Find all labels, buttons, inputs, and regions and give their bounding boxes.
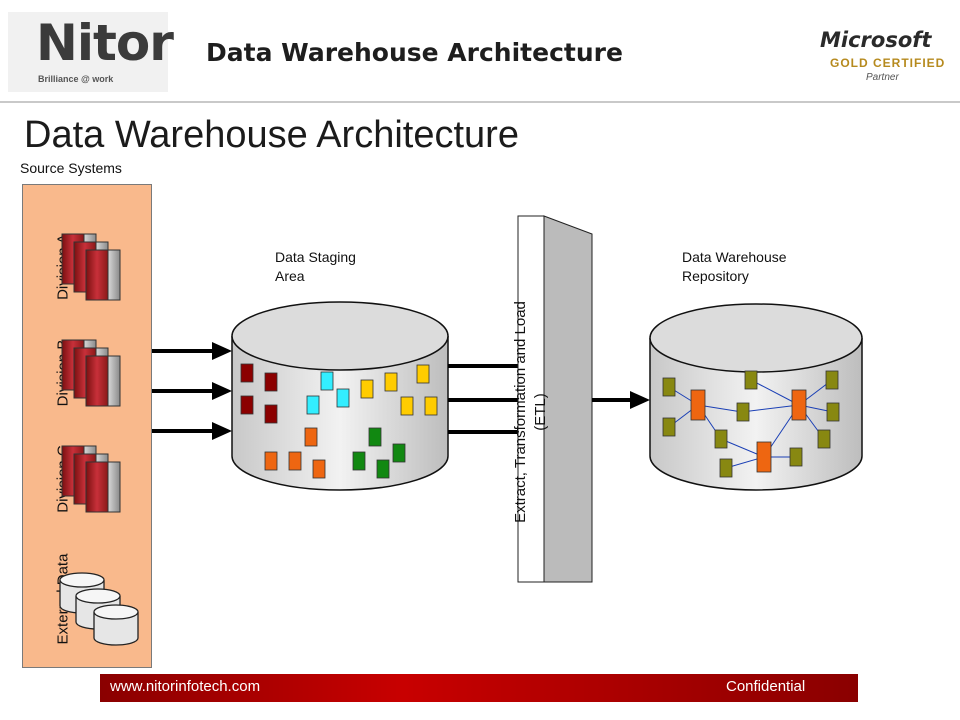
division-c-server-icon: [61, 445, 121, 513]
warehouse-data-cubes: [662, 370, 840, 478]
data-warehouse-cylinder: [649, 303, 863, 491]
slide-title: Data Warehouse Architecture: [24, 114, 519, 156]
source-systems-label: Source Systems: [20, 160, 122, 176]
etl-label: Extract, Transformation and Load (ETL): [511, 301, 551, 523]
data-warehouse-label: Data Warehouse Repository: [682, 248, 787, 286]
etl-label-line1: Extract, Transformation and Load: [512, 301, 529, 523]
staging-to-etl-lines: [448, 364, 518, 434]
data-warehouse-label-line1: Data Warehouse: [682, 249, 787, 265]
source-to-staging-arrow-3: [152, 422, 232, 440]
etl-to-warehouse-arrow: [592, 391, 650, 409]
division-b-server-icon: [61, 339, 121, 407]
etl-label-line2: (ETL): [532, 393, 549, 431]
company-logo: [8, 12, 168, 92]
source-to-staging-arrow-2: [152, 382, 232, 400]
partner-logo-type: Partner: [866, 72, 899, 83]
division-a-server-icon: [61, 233, 121, 301]
data-staging-label-line2: Area: [275, 268, 305, 284]
footer-confidential: Confidential: [726, 678, 806, 695]
external-data-disk-icon: [59, 572, 139, 646]
footer-bar: [100, 674, 858, 702]
footer-url: www.nitorinfotech.com: [110, 678, 261, 695]
etl-process-box: [517, 215, 593, 583]
staging-data-cubes: [240, 363, 438, 479]
logo-tagline: Brilliance @ work: [38, 74, 114, 84]
source-to-staging-arrow-1: [152, 342, 232, 360]
header-title: Data Warehouse Architecture: [206, 38, 623, 67]
data-staging-label: Data Staging Area: [275, 248, 356, 286]
data-staging-label-line1: Data Staging: [275, 249, 356, 265]
header-divider: [0, 101, 960, 103]
partner-logo-level: GOLD CERTIFIED: [830, 56, 946, 70]
logo-text: Nitor: [36, 14, 174, 72]
partner-logo-name: Microsoft: [820, 28, 932, 52]
data-warehouse-label-line2: Repository: [682, 268, 749, 284]
